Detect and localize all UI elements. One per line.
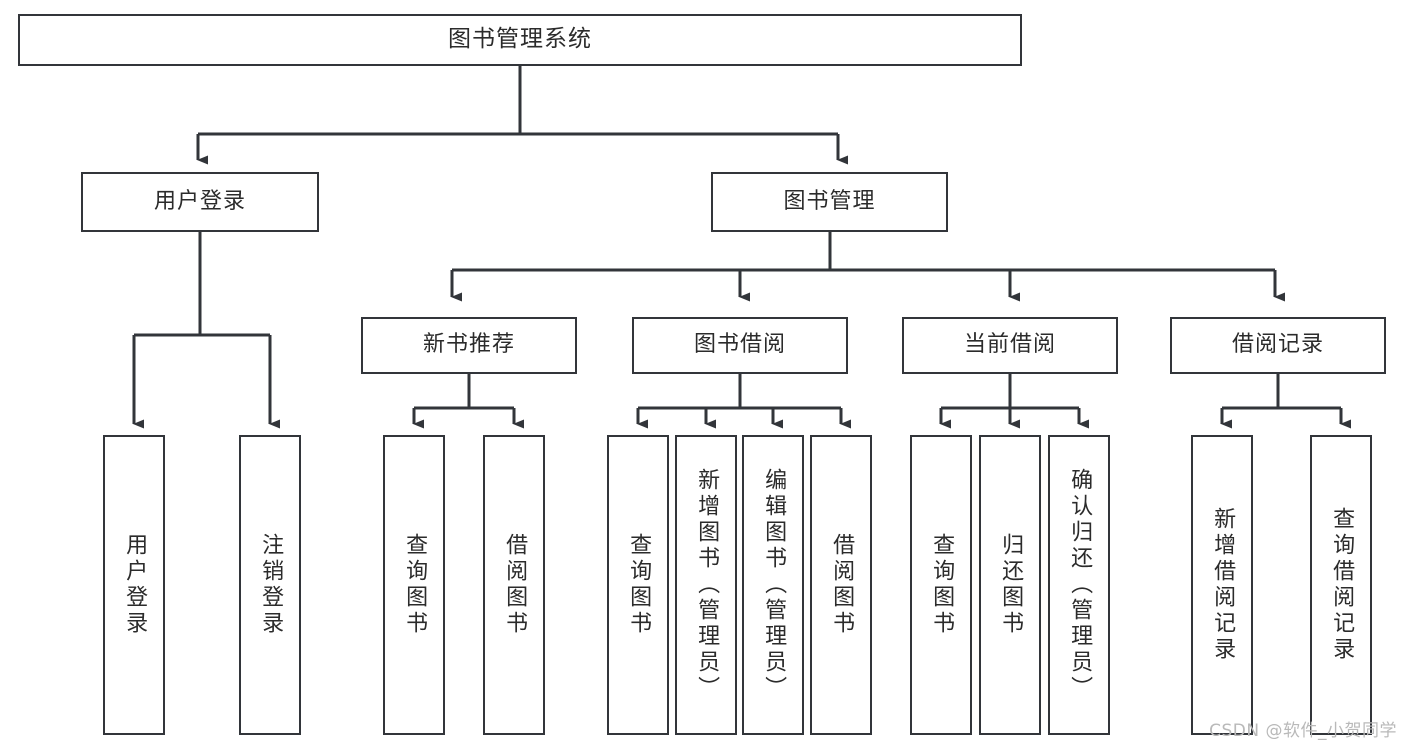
node-label: 借阅图书 bbox=[829, 533, 855, 637]
node-root-system[interactable]: 图书管理系统 bbox=[18, 14, 1022, 66]
node-label: 用户登录 bbox=[122, 533, 148, 637]
node-label: 新增图书（管理员） bbox=[694, 468, 720, 702]
node-label: 查询借阅记录 bbox=[1329, 507, 1355, 663]
leaf-confirm-return-admin[interactable]: 确认归还（管理员） bbox=[1048, 435, 1110, 735]
node-book-management[interactable]: 图书管理 bbox=[711, 172, 948, 232]
leaf-user-login[interactable]: 用户登录 bbox=[103, 435, 165, 735]
node-label: 归还图书 bbox=[998, 533, 1024, 637]
node-label: 查询图书 bbox=[402, 533, 428, 637]
csdn-watermark: CSDN @软件_小贺同学 bbox=[1209, 721, 1397, 741]
node-label: 借阅记录 bbox=[1231, 332, 1324, 358]
leaf-return-book[interactable]: 归还图书 bbox=[979, 435, 1041, 735]
node-label: 查询图书 bbox=[929, 533, 955, 637]
leaf-search-book-recommend[interactable]: 查询图书 bbox=[383, 435, 445, 735]
node-new-book-recommend[interactable]: 新书推荐 bbox=[361, 317, 577, 374]
leaf-add-borrow-record[interactable]: 新增借阅记录 bbox=[1191, 435, 1253, 735]
leaf-borrow-book[interactable]: 借阅图书 bbox=[810, 435, 872, 735]
node-label: 新增借阅记录 bbox=[1210, 507, 1236, 663]
node-current-borrow[interactable]: 当前借阅 bbox=[902, 317, 1118, 374]
leaf-search-borrow-record[interactable]: 查询借阅记录 bbox=[1310, 435, 1372, 735]
node-label: 图书管理系统 bbox=[448, 26, 592, 53]
leaf-search-book-borrow[interactable]: 查询图书 bbox=[607, 435, 669, 735]
node-label: 图书借阅 bbox=[693, 332, 786, 358]
node-book-borrow[interactable]: 图书借阅 bbox=[632, 317, 848, 374]
node-label: 借阅图书 bbox=[502, 533, 528, 637]
node-label: 用户登录 bbox=[153, 188, 246, 214]
leaf-edit-book-admin[interactable]: 编辑图书（管理员） bbox=[742, 435, 804, 735]
leaf-borrow-book-recommend[interactable]: 借阅图书 bbox=[483, 435, 545, 735]
node-label: 当前借阅 bbox=[963, 332, 1056, 358]
node-label: 图书管理 bbox=[783, 188, 876, 214]
node-label: 注销登录 bbox=[258, 533, 284, 637]
node-label: 编辑图书（管理员） bbox=[761, 468, 787, 702]
leaf-add-book-admin[interactable]: 新增图书（管理员） bbox=[675, 435, 737, 735]
leaf-user-logout[interactable]: 注销登录 bbox=[239, 435, 301, 735]
node-borrow-record[interactable]: 借阅记录 bbox=[1170, 317, 1386, 374]
node-label: 查询图书 bbox=[626, 533, 652, 637]
node-label: 新书推荐 bbox=[422, 332, 515, 358]
leaf-search-book-current[interactable]: 查询图书 bbox=[910, 435, 972, 735]
node-user-login[interactable]: 用户登录 bbox=[81, 172, 319, 232]
node-label: 确认归还（管理员） bbox=[1067, 468, 1093, 702]
